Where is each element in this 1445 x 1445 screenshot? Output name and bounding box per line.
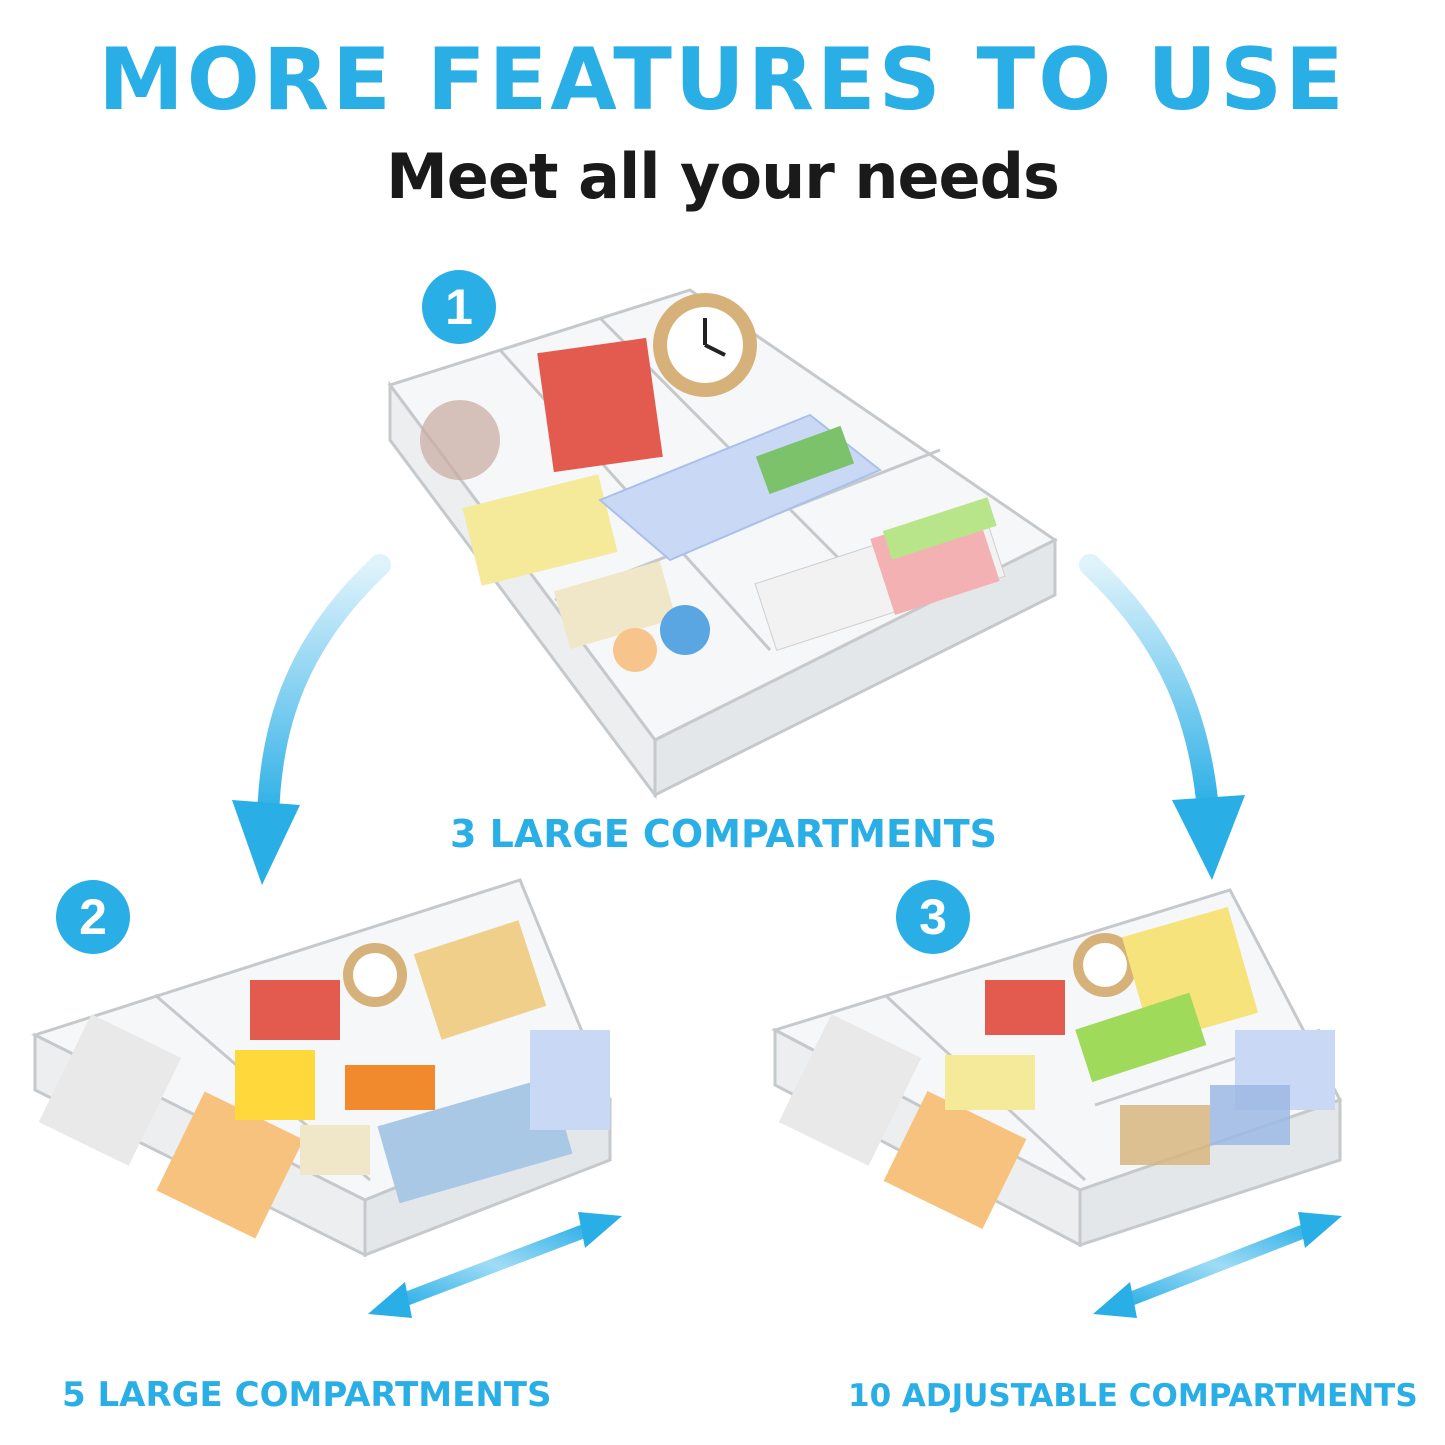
organizer-tray-2 — [31, 878, 612, 1258]
step-badge-1: 1 — [422, 270, 496, 344]
step-badge-3: 3 — [896, 880, 970, 954]
subheadline: Meet all your needs — [386, 140, 1060, 213]
curved-arrow-right-icon — [1079, 554, 1245, 880]
caption-config-1: 3 LARGE COMPARTMENTS — [450, 812, 998, 856]
caption-config-3: 10 ADJUSTABLE COMPARTMENTS — [848, 1378, 1418, 1414]
caption-config-2: 5 LARGE COMPARTMENTS — [62, 1375, 552, 1415]
organizer-tray-3 — [771, 888, 1343, 1248]
organizer-tray-1 — [387, 288, 1058, 800]
double-arrow-icon-right — [1093, 1212, 1342, 1318]
step-badge-2: 2 — [56, 880, 130, 954]
headline: MORE FEATURES TO USE — [98, 30, 1347, 130]
curved-arrow-left-icon — [232, 554, 391, 885]
double-arrow-icon-left — [368, 1212, 622, 1318]
